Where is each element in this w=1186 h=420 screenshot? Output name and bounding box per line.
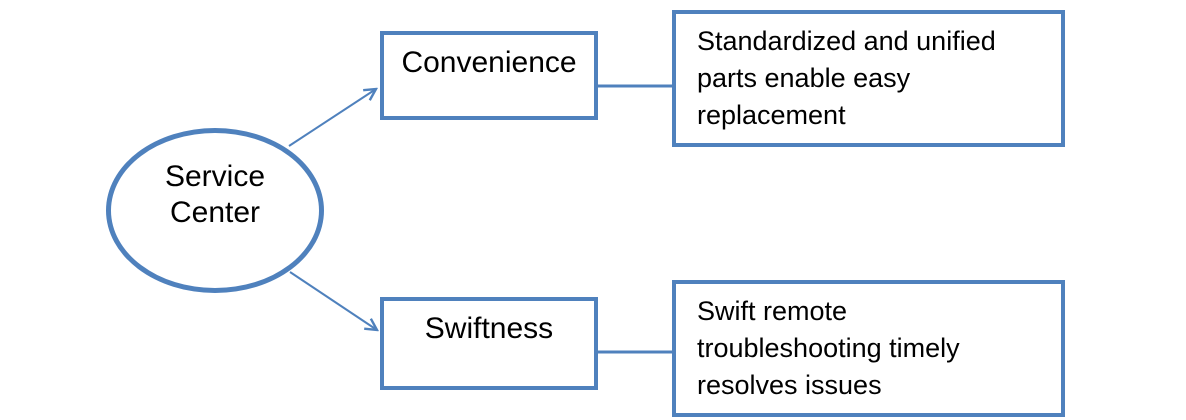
swiftness-detail-line1: Swift remote (697, 296, 848, 326)
convenience-detail-box: Standardized and unified parts enable ea… (672, 10, 1065, 147)
convenience-detail-line2: parts enable easy (697, 63, 911, 93)
service-center-label-line2: Center (169, 195, 261, 229)
service-center-label-line1: Service (164, 159, 266, 193)
convenience-node: Convenience (380, 31, 598, 120)
arrow-root-to-convenience (288, 89, 376, 147)
swiftness-label: Swiftness (424, 312, 554, 345)
convenience-detail-line1: Standardized and unified (697, 26, 996, 56)
swiftness-detail-box: Swift remote troubleshooting timely reso… (672, 280, 1065, 417)
convenience-detail-line3: replacement (697, 100, 846, 130)
swiftness-detail-line2: troubleshooting timely (697, 333, 960, 363)
swiftness-detail-line3: resolves issues (697, 370, 882, 400)
service-center-node: Service Center (106, 128, 324, 293)
arrow-root-to-swiftness (289, 271, 377, 330)
swiftness-node: Swiftness (380, 297, 598, 390)
convenience-label: Convenience (401, 46, 577, 79)
